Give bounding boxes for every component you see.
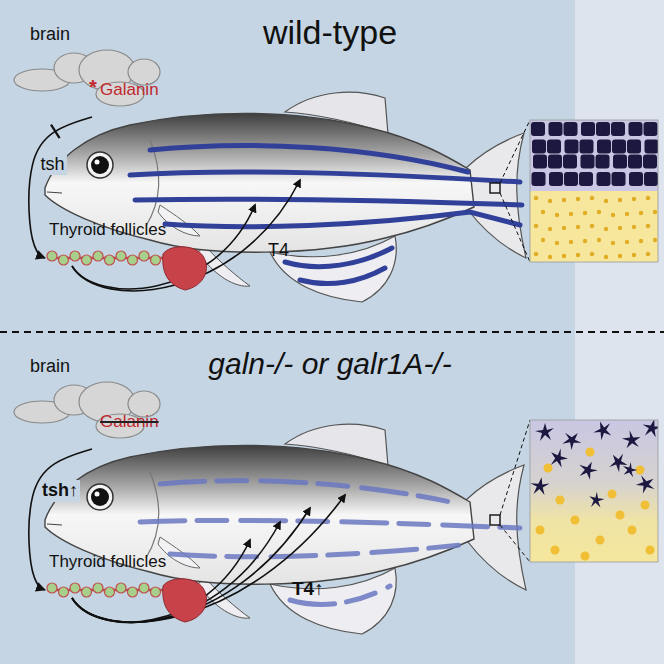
gene-label: Galanin (100, 80, 159, 100)
thyroid-organ: Thyroid follicles (45, 220, 220, 295)
asterisk-mark: * (89, 75, 97, 99)
organ-label: brain (30, 24, 70, 46)
panel-title: wild-type (130, 12, 530, 53)
hormone-label: T4↑ (292, 578, 324, 601)
hormone-label: T4 (268, 240, 289, 262)
panel-title: galn-/- or galr1A-/- (130, 346, 530, 382)
hormone-label: tsh (39, 154, 67, 176)
organ-label: Thyroid follicles (49, 552, 166, 572)
gene-label: Galanin (100, 412, 159, 432)
hormone-label: tsh↑ (40, 480, 80, 502)
zoom-marker (490, 120, 530, 562)
pigment-inset-wildtype (530, 120, 658, 262)
fish-wildtype (45, 92, 526, 302)
thyroid-organ: Thyroid follicles (45, 552, 220, 627)
panel-band: wild-typebrainGalaninThyroid follicles (0, 0, 664, 332)
pigment-inset-mutant (530, 420, 658, 562)
brain-region: brainGalanin (12, 354, 164, 449)
organ-label: brain (30, 356, 70, 378)
inhibition-bar (51, 125, 60, 139)
panel-band: galn-/- or galr1A-/-brainGalaninThyroid … (0, 332, 664, 664)
brain-region: brainGalanin (12, 22, 164, 117)
organ-label: Thyroid follicles (49, 220, 166, 240)
fish-mutant (45, 424, 526, 634)
